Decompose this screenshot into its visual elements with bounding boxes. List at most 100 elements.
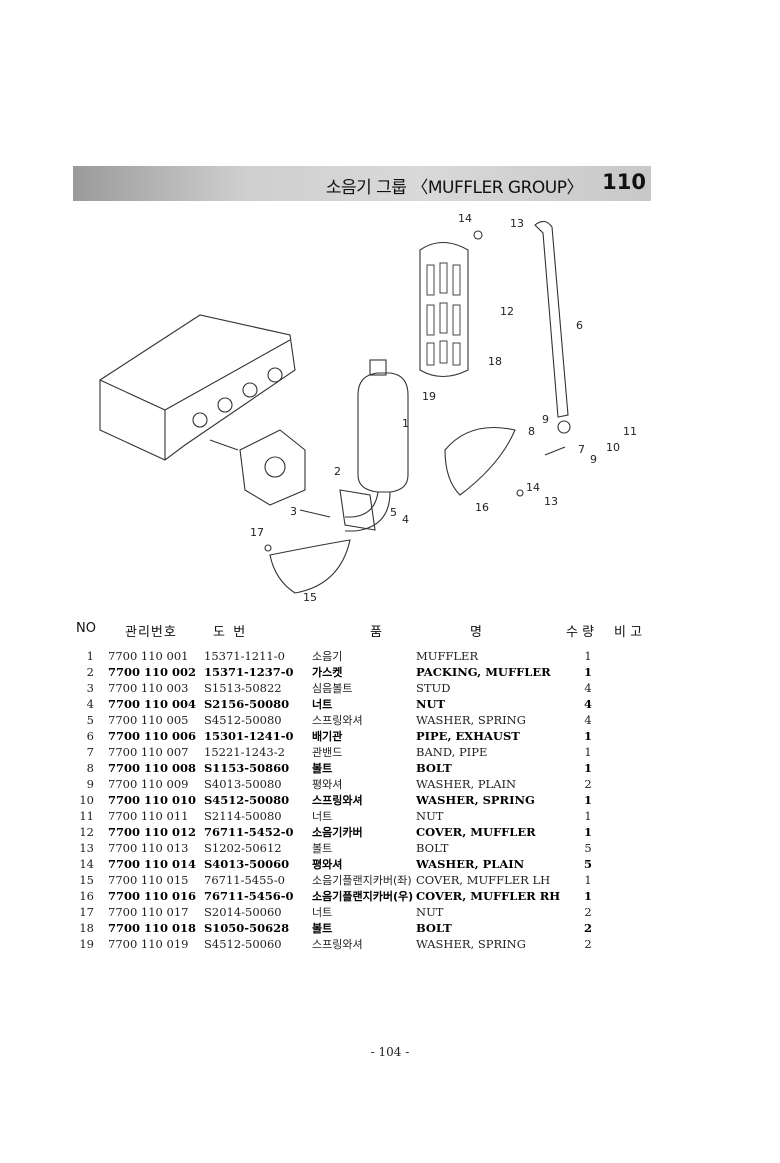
section-number: 110 [602,170,646,194]
manifold-flange [239,429,306,506]
row-qty: 4 [578,696,598,712]
row-english-name: PACKING, MUFFLER [416,664,578,680]
row-part-no: S1513-50822 [204,681,282,695]
row-no: 8 [72,760,108,776]
row-korean-name: 평와셔 [312,856,416,872]
row-control-no: 7700 110 015 [108,873,189,887]
row-part-no: S2114-50080 [204,809,282,823]
muffler-cover [419,241,469,378]
callout-15: 15 [303,591,317,604]
row-english-name: NUT [416,809,444,823]
row-part-no: 76711-5452-0 [204,824,312,840]
callout-13b: 13 [544,495,558,508]
muffler-elbow [345,491,379,518]
row-qty: 1 [578,792,598,808]
row-control-no: 7700 110 019 [108,937,189,951]
header-no: NO [76,621,96,636]
row-qty: 2 [584,937,592,951]
cover-slot [439,340,448,364]
row-korean-name: 가스켓 [312,664,416,680]
row-korean-name: 소음기카버 [312,824,416,840]
row-qty: 1 [584,745,592,759]
row-english-name: PIPE, EXHAUST [416,728,578,744]
row-korean-name: 평와셔 [312,778,343,791]
manifold-outlet [264,456,286,478]
row-english-name: STUD [416,681,451,695]
cover-slot [439,262,448,294]
row-english-name: WASHER, SPRING [416,792,578,808]
row-qty: 5 [584,841,592,855]
row-english-name: COVER, MUFFLER LH [416,873,551,887]
row-part-no: S1050-50628 [204,920,312,936]
row-qty: 4 [584,681,592,695]
row-no: 5 [86,713,94,727]
callout-17: 17 [250,526,264,539]
manifold-port [217,397,233,413]
row-control-no: 7700 110 013 [108,841,189,855]
row-part-no: 15221-1243-2 [204,745,285,759]
section-title: 소음기 그룹 〈MUFFLER GROUP〉 [325,178,584,198]
row-korean-name: 너트 [312,696,416,712]
callout-3: 3 [290,505,297,518]
manifold-port [267,367,283,383]
row-no: 2 [72,664,108,680]
row-part-no: S4013-50080 [204,777,282,791]
row-english-name: BOLT [416,760,578,776]
row-control-no: 7700 110 017 [108,905,189,919]
row-english-name: MUFFLER [416,649,479,663]
gasket [339,489,376,531]
callout-10: 10 [606,441,620,454]
row-qty: 4 [584,713,592,727]
row-part-no: 76711-5456-0 [204,888,312,904]
manifold-port [192,412,208,428]
row-part-no: 15301-1241-0 [204,728,312,744]
row-english-name: WASHER, PLAIN [416,856,578,872]
callout-4: 4 [402,513,409,526]
row-no: 16 [72,888,108,904]
pipe-band [557,420,571,434]
muffler-elbow [345,491,391,532]
row-control-no: 7700 110 008 [108,760,204,776]
diagram-svg: 1 2 3 4 5 6 7 8 9 9 10 11 12 13 13 14 14… [99,212,637,604]
row-qty: 1 [584,809,592,823]
row-korean-name: 소음기플랜지카버(우) [312,888,416,904]
row-korean-name: 스프링와셔 [312,792,416,808]
row-control-no: 7700 110 010 [108,792,204,808]
callout-14b: 14 [526,481,540,494]
row-qty: 2 [584,777,592,791]
row-korean-name: 배기관 [312,728,416,744]
row-part-no: S4512-50080 [204,792,312,808]
muffler-body [357,372,409,493]
row-control-no: 7700 110 001 [108,649,189,663]
row-qty: 1 [584,649,592,663]
row-part-no: 15371-1237-0 [204,664,312,680]
callout-9b: 9 [590,453,597,466]
row-english-name: WASHER, SPRING [416,713,526,727]
row-no: 10 [72,792,108,808]
bolt [544,446,566,456]
row-part-no: S1202-50612 [204,841,282,855]
stud [209,439,239,451]
row-no: 4 [72,696,108,712]
row-korean-name: 볼트 [312,760,416,776]
row-part-no: S1153-50860 [204,760,312,776]
row-english-name: WASHER, SPRING [416,937,526,951]
row-control-no: 7700 110 009 [108,777,189,791]
callout-9: 9 [542,413,549,426]
row-korean-name: 소음기 [312,650,343,663]
row-no: 7 [86,745,94,759]
cover-slot [426,264,435,296]
row-no: 6 [72,728,108,744]
